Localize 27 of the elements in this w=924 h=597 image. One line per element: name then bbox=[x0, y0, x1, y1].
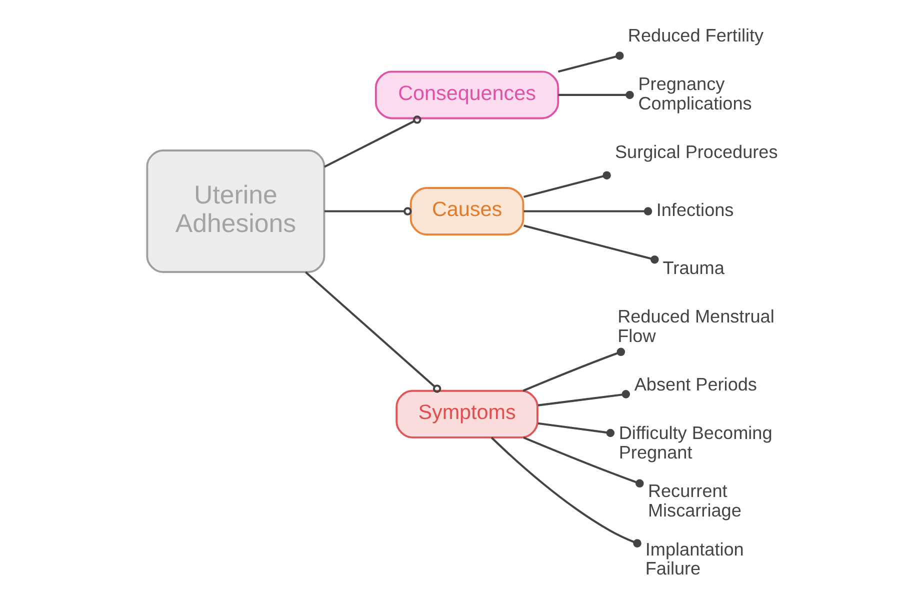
node-box: Uterine Adhesions bbox=[146, 150, 325, 273]
node-text: Recurrent Miscarriage bbox=[647, 481, 741, 521]
connector bbox=[537, 422, 614, 438]
connector bbox=[522, 436, 644, 488]
node-text: Reduced Menstrual Flow bbox=[617, 306, 774, 346]
connector bbox=[323, 116, 421, 168]
connector bbox=[522, 171, 610, 198]
node-text: Reduced Fertility bbox=[627, 26, 764, 46]
node-text: Pregnancy Complications bbox=[638, 74, 752, 114]
connector bbox=[522, 348, 625, 392]
node-text: Infections bbox=[656, 200, 734, 220]
connector bbox=[304, 271, 441, 393]
node-text: Trauma bbox=[662, 258, 724, 278]
connector bbox=[523, 207, 652, 216]
node-text: Surgical Procedures bbox=[614, 142, 778, 162]
node-text: Difficulty Becoming Pregnant bbox=[618, 422, 772, 462]
node-box: Symptoms bbox=[395, 390, 538, 438]
node-box: Causes bbox=[409, 187, 524, 236]
connector bbox=[558, 90, 634, 100]
connector bbox=[522, 224, 658, 264]
connector bbox=[490, 436, 641, 548]
node-box: Consequences bbox=[374, 70, 559, 120]
node-text: Implantation Failure bbox=[644, 539, 744, 579]
connector bbox=[324, 207, 412, 216]
node-text: Absent Periods bbox=[634, 374, 756, 395]
connector bbox=[537, 390, 630, 406]
connector bbox=[557, 52, 624, 73]
